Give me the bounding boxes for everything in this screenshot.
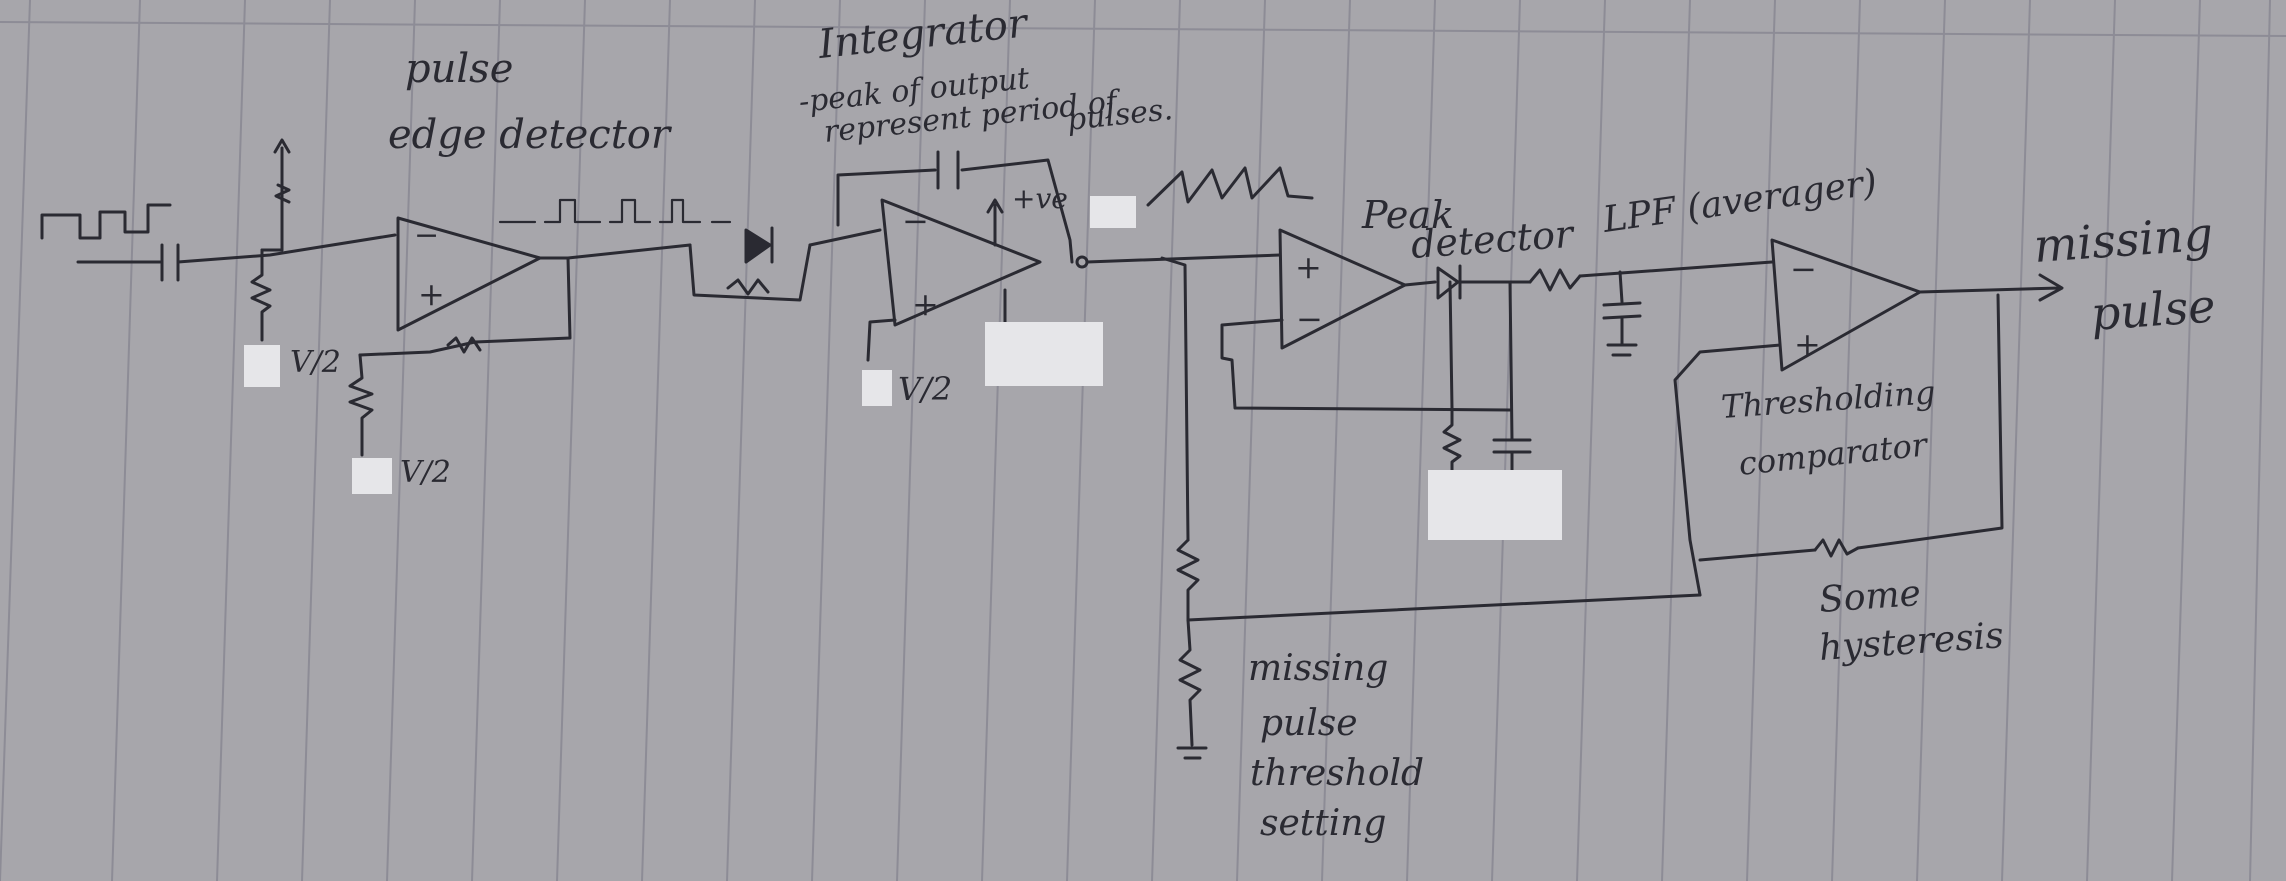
node-wire-2 <box>566 243 692 260</box>
thresholding-comparator-icon <box>1770 238 1922 372</box>
comparator-plus-wire <box>1673 343 1782 597</box>
threshold-setting-label-3: threshold <box>1250 753 1424 794</box>
vhalf-label-2: V/2 <box>400 455 451 490</box>
thresholding-label-1: Thresholding <box>1720 373 1937 426</box>
hysteresis-label-1: Some <box>1818 573 1922 621</box>
peak-detector-feedback <box>1220 318 1512 412</box>
opamp2-minus: − <box>902 202 929 240</box>
hysteresis-wire <box>1698 293 2004 562</box>
integrator-feedback <box>836 158 1074 264</box>
missing-pulse-output-label-1: missing <box>2032 207 2215 273</box>
threshold-setting-label-4: setting <box>1260 803 1386 844</box>
opamp1-feedback <box>358 256 572 357</box>
opamp4-minus: − <box>1790 250 1817 288</box>
input-waveform <box>40 203 172 240</box>
plus-ve-rail <box>986 198 1004 247</box>
hysteresis-resistor-icon <box>1813 538 1860 558</box>
plus-ve-label: +ve <box>1012 182 1068 215</box>
redaction-1 <box>244 345 280 387</box>
missing-pulse-output-label-2: pulse <box>2089 278 2217 341</box>
opamp1-feedback-resistor-icon <box>446 336 482 354</box>
opamp3-plus: + <box>1295 248 1322 286</box>
redaction-3 <box>862 370 892 406</box>
peak-detector-label-1: Peak <box>1361 193 1454 237</box>
pulse-edge-detector-label-2: edge detector <box>388 112 673 158</box>
redaction-5 <box>1090 196 1136 228</box>
lpf-capacitor-icon <box>1602 270 1642 357</box>
redaction-6 <box>1428 470 1562 540</box>
threshold-tap-wire <box>1186 593 1702 622</box>
opamp4-plus: + <box>1794 325 1821 363</box>
threshold-divider-wire <box>1160 256 1190 542</box>
opamp3-minus: − <box>1296 300 1323 338</box>
input-capacitor-icon <box>160 243 180 282</box>
opamp1-plus: + <box>418 275 445 313</box>
opamp1-minus: − <box>414 218 439 253</box>
main-wire-3 <box>1578 260 1774 278</box>
main-wire-1 <box>1085 253 1282 264</box>
peak-detector-opamp-icon <box>1278 228 1407 350</box>
node-wire-3 <box>808 228 882 247</box>
thresholding-label-2: comparator <box>1737 425 1931 483</box>
sawtooth-waveform <box>1146 166 1314 207</box>
vhalf-label-3: V/2 <box>898 370 952 408</box>
vhalf-label-1: V/2 <box>290 345 341 380</box>
threshold-upper-resistor-icon <box>1176 538 1200 622</box>
output-wire <box>1918 273 2064 302</box>
peak-hold-wire <box>1448 280 1514 442</box>
bias-potentiometer-icon <box>260 138 291 252</box>
opamp1-bias-resistor-icon <box>348 353 374 457</box>
threshold-lower-resistor-icon <box>1176 618 1208 760</box>
lpf-resistor-icon <box>1528 268 1582 292</box>
integrator-diode-icon <box>688 226 812 302</box>
redaction-2 <box>352 458 392 494</box>
edge-pulses-waveform <box>498 198 732 224</box>
node-wire-1 <box>176 233 397 264</box>
pulse-edge-detector-label-1: pulse <box>405 46 513 92</box>
peak-diode-wire <box>1403 280 1437 287</box>
integrator-plus-wire <box>866 318 897 362</box>
integrator-capacitor-icon <box>936 150 960 190</box>
edge-detector-opamp-icon <box>396 216 542 332</box>
lpf-label: LPF (averager) <box>1600 162 1880 241</box>
bias-resistor-icon <box>250 248 272 342</box>
threshold-setting-label-2: pulse <box>1260 703 1358 744</box>
hysteresis-label-2: hysteresis <box>1818 615 2005 669</box>
opamp2-plus: + <box>912 285 939 323</box>
redaction-4 <box>985 322 1103 386</box>
integrator-opamp-icon <box>880 198 1042 327</box>
threshold-setting-label-1: missing <box>1248 648 1388 689</box>
